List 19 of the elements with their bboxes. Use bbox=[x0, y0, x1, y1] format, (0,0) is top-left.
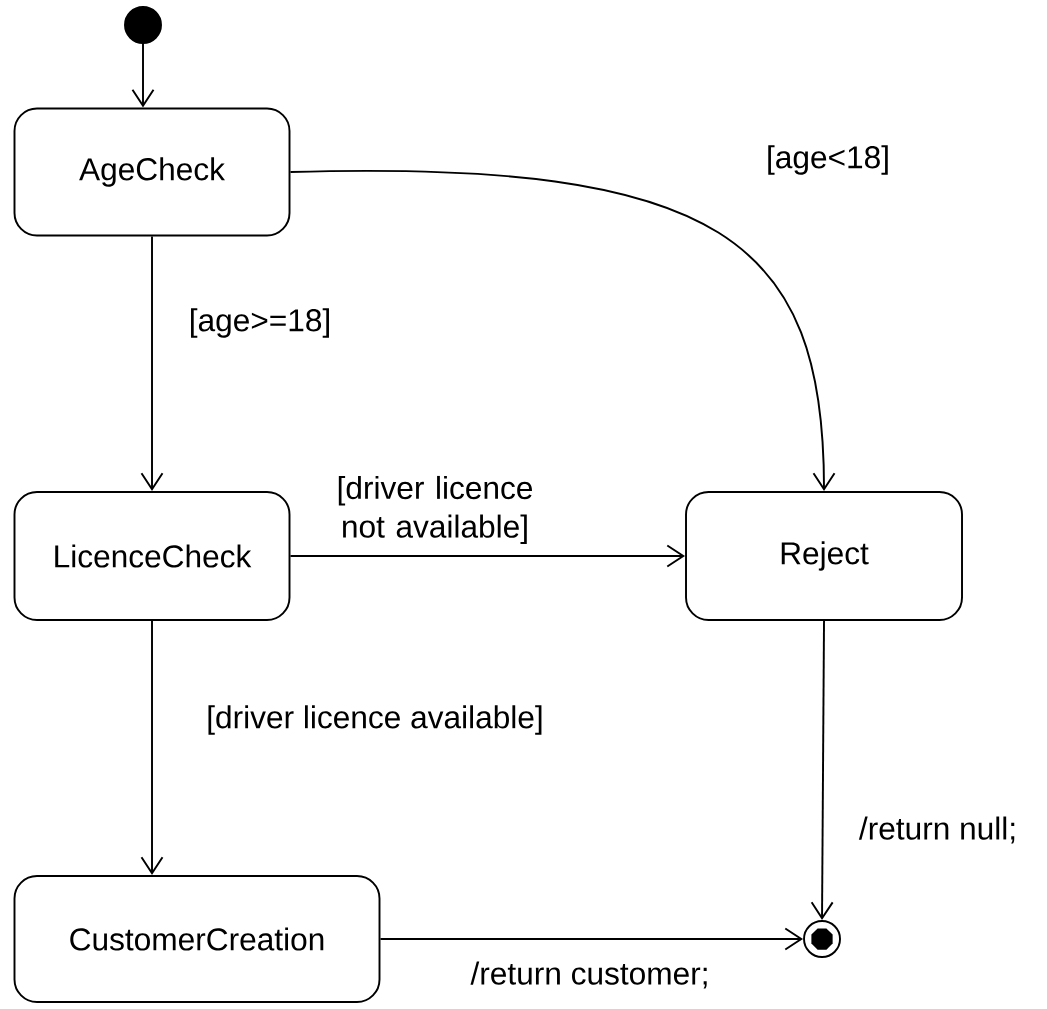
edge-label: [driver licence not available] bbox=[338, 475, 532, 545]
edge-label: [age>=18] bbox=[191, 308, 329, 338]
final-state bbox=[803, 920, 841, 958]
edge-label: /return customer; bbox=[470, 961, 707, 989]
edge-label: /return null; bbox=[858, 816, 1015, 844]
state-box: CustomerCreation bbox=[13, 875, 381, 1003]
edge-label: [age<18] bbox=[768, 145, 888, 175]
initial-state bbox=[124, 6, 162, 44]
arrow bbox=[810, 620, 834, 921]
arrow bbox=[289, 544, 686, 568]
arrow bbox=[140, 235, 164, 492]
arrow bbox=[140, 620, 164, 876]
state-box: LicenceCheck bbox=[13, 491, 291, 621]
arrow bbox=[131, 43, 155, 108]
arrow bbox=[289, 170, 836, 492]
edge-label: [driver licence available] bbox=[208, 705, 542, 735]
state-box: AgeCheck bbox=[13, 107, 291, 237]
arrow bbox=[379, 927, 804, 951]
state-box: Reject bbox=[685, 491, 963, 621]
